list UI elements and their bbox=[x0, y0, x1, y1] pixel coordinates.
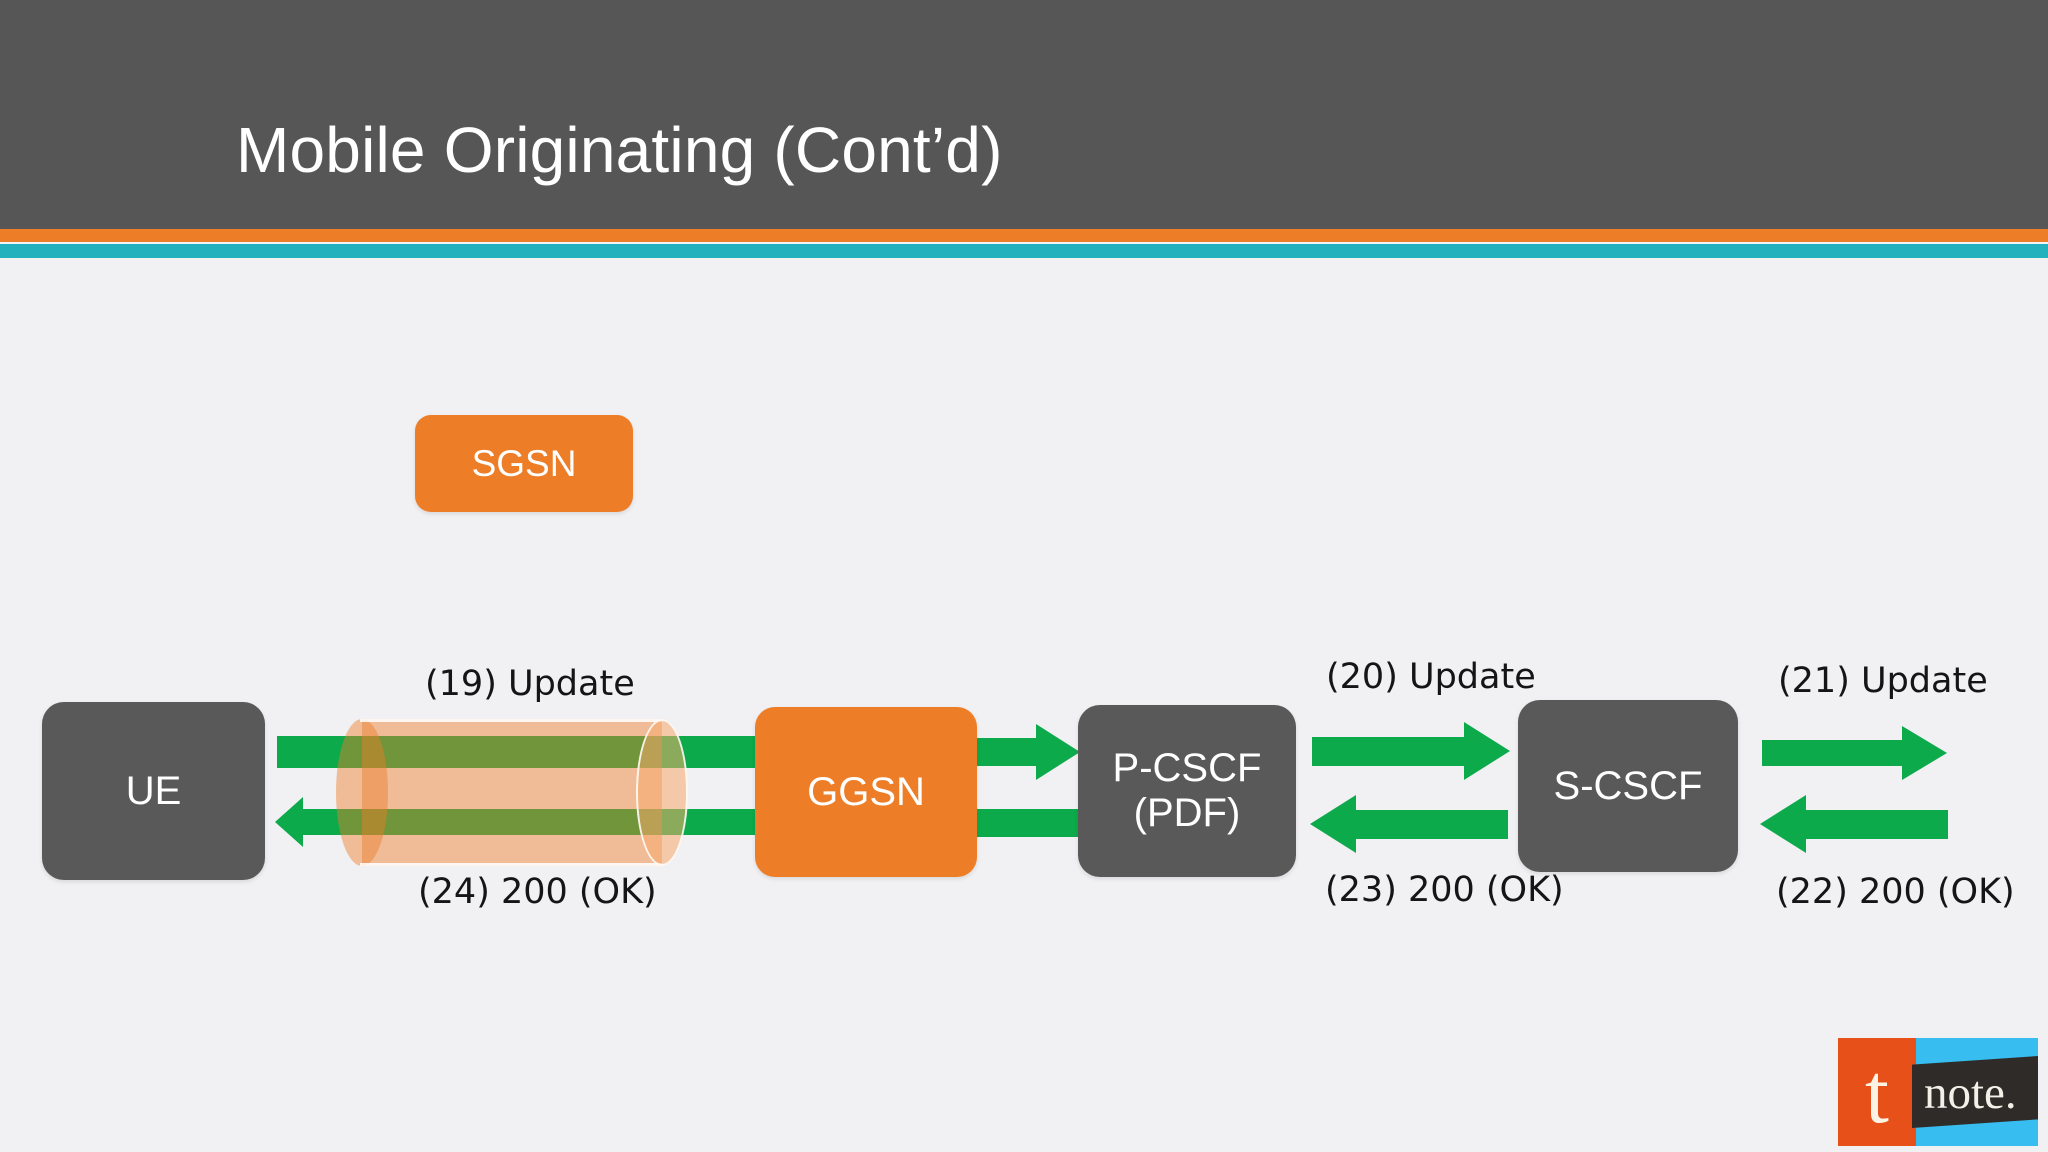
flow-label-23: (23) 200 (OK) bbox=[1325, 870, 1564, 910]
arrow-23 bbox=[1310, 795, 1508, 853]
logo-banner bbox=[1912, 1056, 2038, 1128]
diagram-area bbox=[0, 258, 2048, 1152]
node-p-cscf[interactable]: P-CSCF (PDF) bbox=[1078, 705, 1296, 877]
node-ue[interactable]: UE bbox=[42, 702, 265, 880]
arrow-19-head-right bbox=[958, 724, 1080, 780]
arrow-22 bbox=[1760, 795, 1948, 853]
arrow-24-right-shaft bbox=[676, 809, 760, 835]
arrow-24-head-left bbox=[275, 797, 353, 847]
page-title: Mobile Originating (Cont’d) bbox=[236, 114, 1003, 186]
arrow-24-shaft-mid bbox=[958, 809, 1082, 837]
logo-note-text: note. bbox=[1924, 1066, 2017, 1119]
node-s-cscf[interactable]: S-CSCF bbox=[1518, 700, 1738, 872]
tunnel-cap-left bbox=[336, 719, 388, 866]
tunnel-body bbox=[362, 719, 662, 866]
arrow-20 bbox=[1312, 722, 1510, 780]
node-p-cscf-label: P-CSCF (PDF) bbox=[1112, 746, 1262, 835]
gtp-tunnel-cylinder bbox=[336, 719, 688, 866]
logo-orange-block bbox=[1838, 1038, 1916, 1146]
node-s-cscf-label: S-CSCF bbox=[1553, 763, 1703, 808]
node-sgsn[interactable]: SGSN bbox=[415, 415, 633, 512]
node-ue-label: UE bbox=[125, 768, 182, 813]
flow-label-22: (22) 200 (OK) bbox=[1776, 872, 2015, 912]
flow-label-21: (21) Update bbox=[1778, 661, 1988, 701]
arrow-21 bbox=[1762, 726, 1947, 780]
tunnel-cap-right bbox=[636, 719, 688, 866]
header-band bbox=[0, 0, 2048, 229]
tnote-logo: t note. bbox=[1838, 1038, 2038, 1146]
flow-label-24: (24) 200 (OK) bbox=[418, 872, 657, 912]
flow-label-19: (19) Update bbox=[425, 664, 635, 704]
arrow-19-right-shaft bbox=[676, 736, 760, 768]
accent-rule-orange bbox=[0, 229, 2048, 242]
arrow-24-tunnel-segment bbox=[340, 809, 685, 835]
arrow-19-left-shaft bbox=[277, 736, 347, 768]
logo-t-letter: t bbox=[1865, 1045, 1889, 1141]
accent-rule-gap bbox=[0, 242, 2048, 244]
accent-rule-teal bbox=[0, 244, 2048, 258]
node-ggsn[interactable]: GGSN bbox=[755, 707, 977, 877]
arrow-19-tunnel-segment bbox=[340, 736, 685, 768]
tunnel-outline bbox=[360, 719, 663, 866]
node-sgsn-label: SGSN bbox=[471, 442, 577, 484]
flow-label-20: (20) Update bbox=[1326, 657, 1536, 697]
node-ggsn-label: GGSN bbox=[807, 769, 925, 814]
